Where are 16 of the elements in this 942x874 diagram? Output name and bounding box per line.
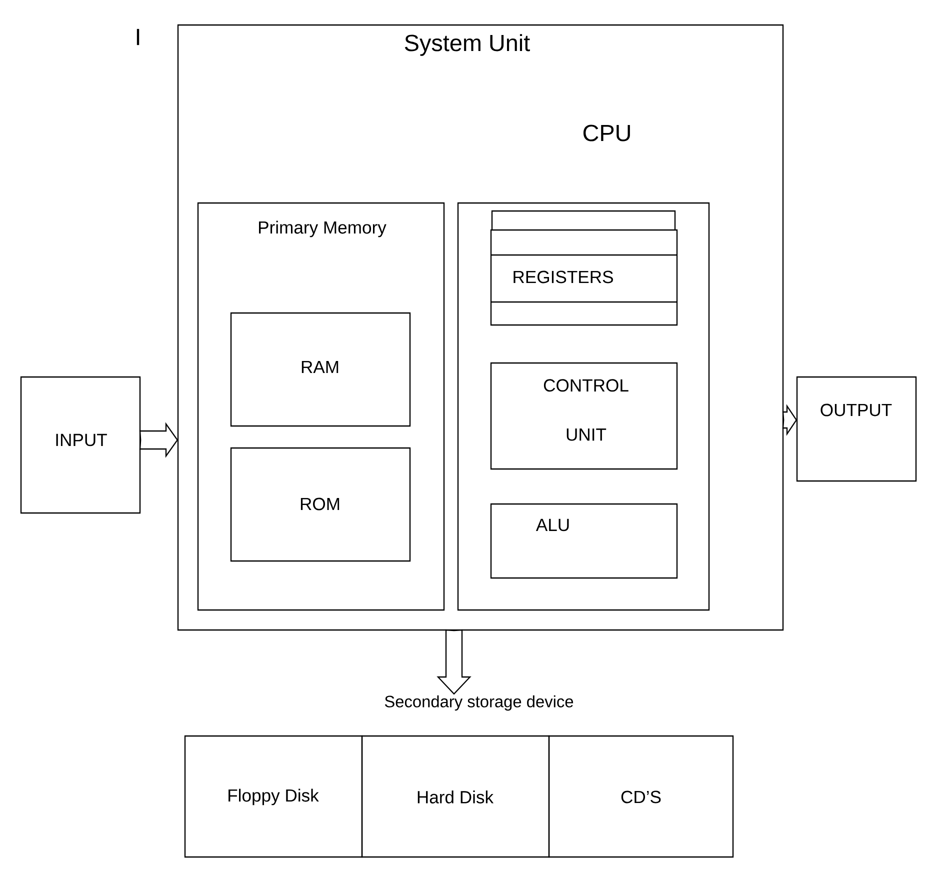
component-box: RAM — [230, 312, 411, 427]
component-box: ALU — [490, 503, 678, 579]
storage-cell: Hard Disk — [361, 735, 550, 858]
block-arrow — [436, 629, 472, 695]
device-box: OUTPUT — [796, 376, 917, 482]
component-box: CONTROL UNIT — [490, 362, 678, 470]
storage-cell: Floppy Disk — [184, 735, 363, 858]
block-arrow — [139, 422, 178, 458]
device-box: INPUT — [20, 376, 141, 514]
storage-label: Secondary storage device — [384, 695, 574, 711]
label-text: I — [136, 28, 140, 46]
component-box: ROM — [230, 447, 411, 562]
block-arrow — [782, 404, 798, 436]
storage-cell: CD’S — [548, 735, 734, 858]
node-label: CPU — [583, 124, 630, 142]
register-stack: REGISTERS — [490, 210, 678, 326]
